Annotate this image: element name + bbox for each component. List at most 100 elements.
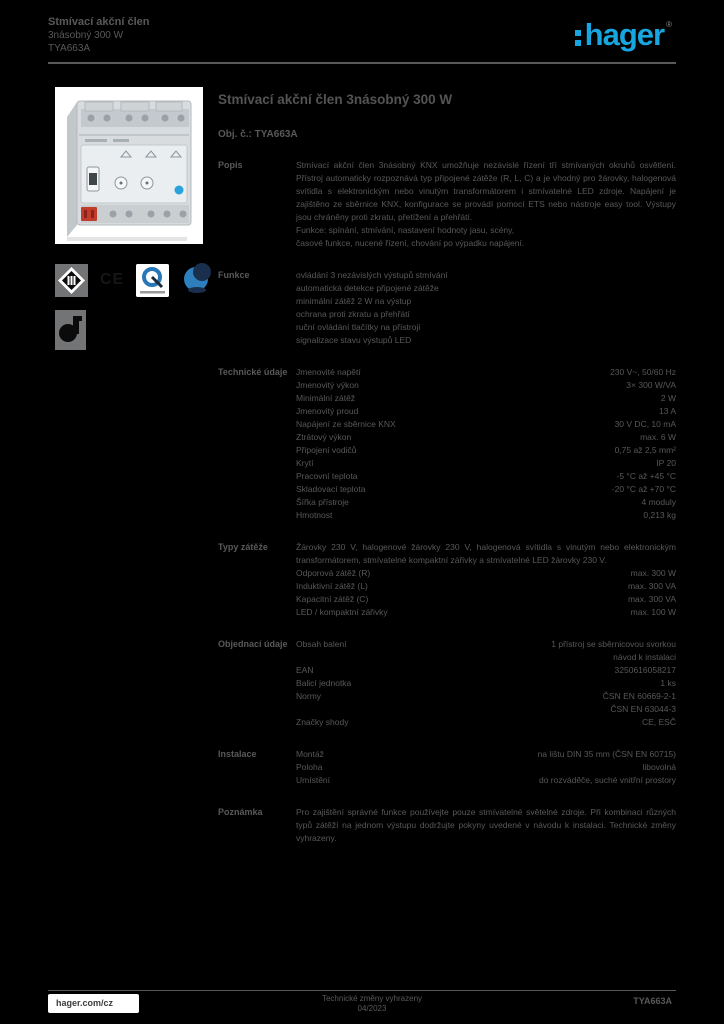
din-rail-device-image [55, 87, 203, 244]
spec-key: Značky shody [296, 717, 349, 727]
spec-key: Ztrátový výkon [296, 432, 352, 442]
hager-logo-text: hager [584, 17, 665, 52]
spec-line: časové funkce, nucené řízení, chování po… [296, 238, 525, 248]
spec-row: Jmenovité napětí 230 V~, 50/60 Hz [296, 366, 676, 379]
spec-key: Obsah balení [296, 639, 347, 649]
registered-mark: ® [666, 20, 672, 29]
spec-value: libovolná [642, 762, 676, 772]
product-photo [55, 87, 203, 244]
spec-key: LED / kompaktní zářivky [296, 607, 388, 617]
header-divider [48, 62, 676, 64]
spec-row: Odporová zátěž (R)max. 300 W [296, 567, 676, 580]
spec-key: Připojení vodičů [296, 445, 357, 455]
spec-row: Kapacitní zátěž (C) max. 300 VA [296, 593, 676, 606]
spec-value: 0,75 až 2,5 mm² [614, 445, 676, 455]
spec-value: IP 20 [656, 458, 676, 468]
spec-section: Technické údaje Jmenovité napětí 230 V~, 5… [218, 366, 676, 522]
footer-divider [48, 990, 676, 991]
spec-row: LED / kompaktní zářivky max. 100 W [296, 606, 676, 619]
section-rows: Obsah balení 1 přístroj se sběrnicovou sv… [296, 638, 676, 729]
spec-key: Pracovní teplota [296, 471, 358, 481]
footer-date: 04/2023 [357, 1004, 387, 1013]
spec-key: Jmenovitý výkon [296, 380, 359, 390]
spec-value: 230 V~, 50/60 Hz [610, 367, 676, 377]
quality-q-icon [136, 263, 170, 297]
spec-row: Krytí IP 20 [296, 457, 676, 470]
spec-row: Šířka přístroje 4 moduly [296, 496, 676, 509]
spec-value: max. 100 W [630, 607, 676, 617]
spec-key: Odporová zátěž (R) [296, 568, 371, 578]
spec-key: Minimální zátěž [296, 393, 356, 403]
section-label: Instalace [218, 749, 257, 759]
approval-mark-icon [55, 310, 86, 350]
spec-key: Krytí [296, 458, 314, 468]
order-reference: Obj. č.: TYA663A [218, 129, 298, 140]
header-product-block: Stmívací akční člen 3násobný 300 W TYA66… [48, 15, 150, 55]
spec-row-multiline: Obsah balení 1 přístroj se sběrnicovou sv… [296, 638, 676, 664]
spec-value: 1 ks [660, 678, 676, 688]
globe-quality-icon [181, 261, 214, 299]
spec-key: Jmenovité napětí [296, 367, 361, 377]
spec-line: minimální zátěž 2 W na výstup [296, 296, 412, 306]
spec-value: max. 6 W [640, 432, 676, 442]
spec-value: 2 W [660, 393, 676, 403]
spec-paragraph: Pro zajištění správné funkce používejte … [296, 807, 676, 843]
spec-row: Minimální zátěž 2 W [296, 392, 676, 405]
header-line-1: Stmívací akční člen [48, 16, 150, 28]
spec-paragraph: Stmívací akční člen 3násobný KNX umožňuj… [296, 160, 676, 222]
spec-value: do rozváděče, suché vnitřní prostory [538, 775, 676, 785]
website-link[interactable]: hager.com/cz [48, 994, 140, 1013]
spec-key: Napájení ze sběrnice KNX [296, 419, 396, 429]
header-line-3: TYA663A [48, 43, 91, 54]
section-rows: Žárovky 230 V, halogenové žárovky 230 V,… [296, 541, 676, 619]
spec-value: 0,213 kg [643, 510, 676, 520]
spec-key: EAN [296, 665, 314, 675]
header-line-2: 3násobný 300 W [48, 30, 124, 41]
footer-reference: TYA663A [633, 996, 672, 1006]
section-label: Popis [218, 160, 243, 170]
spec-line: ochrana proti zkratu a přehřátí [296, 309, 410, 319]
spec-key: Kapacitní zátěž (C) [296, 594, 369, 604]
spec-row-multiline: Balicí jednotka 1 ks [296, 677, 676, 690]
spec-paragraph: Žárovky 230 V, halogenové žárovky 230 V,… [296, 542, 676, 565]
spec-value: na lištu DIN 35 mm (ČSN EN 60715) [537, 749, 676, 759]
spec-line: automatická detekce připojené zátěže [296, 283, 439, 293]
spec-key: Balicí jednotka [296, 678, 352, 688]
spec-key: Normy [296, 691, 322, 701]
section-label: Poznámka [218, 807, 263, 817]
spec-line: signalizace stavu výstupů LED [296, 335, 412, 345]
spec-key: Skladovací teplota [296, 484, 366, 494]
section-label: Technické údaje [218, 367, 288, 377]
main-content: Stmívací akční člen 3násobný 300 W Obj. … [218, 92, 676, 845]
spec-key: Jmenovitý proud [296, 406, 359, 416]
certification-row: CE [55, 261, 212, 299]
hager-logo-colon-icon [574, 30, 581, 46]
spec-value: -20 °C až +70 °C [611, 484, 676, 494]
spec-value: 4 moduly [641, 497, 677, 507]
spec-value: max. 300 VA [627, 594, 676, 604]
spec-key: Umístění [296, 775, 331, 785]
spec-key: Šířka přístroje [296, 497, 349, 507]
ce-mark-icon: CE [100, 271, 125, 288]
esc-diamond-icon [55, 263, 88, 297]
section-rows: Pro zajištění správné funkce používejte … [296, 806, 676, 845]
spec-key: Poloha [296, 762, 323, 772]
spec-section: Popis Stmívací akční člen 3násobný KNX um… [218, 159, 676, 250]
spec-sections: Popis Stmívací akční člen 3násobný KNX um… [218, 159, 676, 845]
spec-row: Ztrátový výkon max. 6 W [296, 431, 676, 444]
